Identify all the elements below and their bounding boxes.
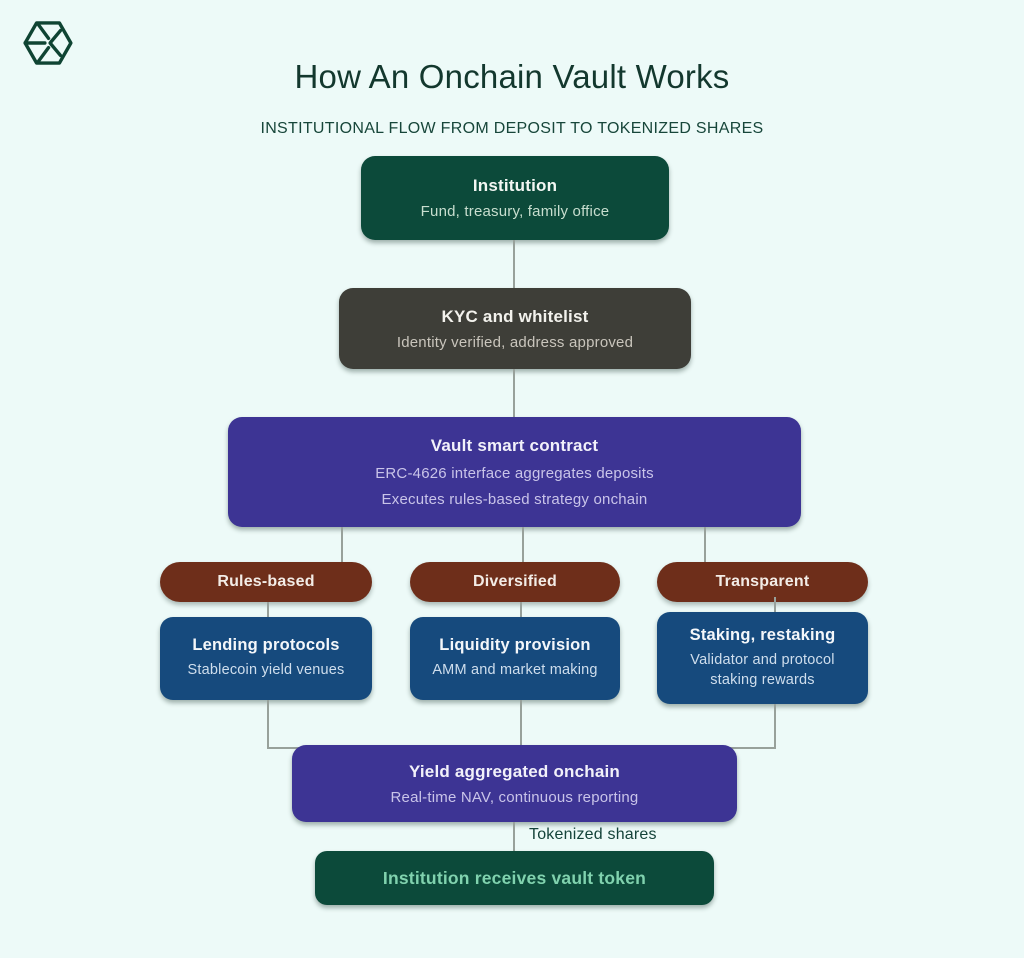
- page-subtitle: INSTITUTIONAL FLOW FROM DEPOSIT TO TOKEN…: [260, 120, 764, 137]
- node-lending-protocols: Lending protocols Stablecoin yield venue…: [160, 617, 372, 700]
- hexagon-cube-logo-icon: [23, 21, 73, 65]
- pill-diversified: Diversified: [410, 562, 620, 602]
- node-yield-aggregated: Yield aggregated onchain Real-time NAV, …: [292, 745, 737, 822]
- node-kyc-subtitle: Identity verified, address approved: [396, 333, 634, 351]
- node-result-title: Institution receives vault token: [382, 867, 647, 888]
- strategy-title: Staking, restaking: [689, 625, 836, 644]
- node-staking-restaking: Staking, restaking Validator and protoco…: [657, 612, 868, 704]
- connector-line: [513, 240, 515, 289]
- node-kyc-title: KYC and whitelist: [441, 306, 589, 326]
- strategy-title: Lending protocols: [192, 636, 340, 655]
- node-vault-smart-contract: Vault smart contract ERC-4626 interface …: [228, 417, 801, 527]
- page-title: How An Onchain Vault Works: [294, 58, 730, 95]
- connector-line: [267, 602, 269, 618]
- connector-line: [341, 527, 343, 562]
- strategy-subtitle: Validator and protocol staking rewards: [690, 651, 835, 688]
- pill-rules-based: Rules-based: [160, 562, 372, 602]
- connector-line: [520, 700, 522, 745]
- connector-line: [513, 822, 515, 851]
- connector-line: [522, 527, 524, 562]
- connector-line: [774, 597, 776, 613]
- connector-line: [704, 527, 706, 562]
- node-institution-title: Institution: [472, 176, 558, 195]
- brand-logo: [22, 17, 74, 69]
- node-kyc-whitelist: KYC and whitelist Identity verified, add…: [339, 288, 691, 369]
- connector-line: [267, 700, 269, 749]
- node-yield-subtitle: Real-time NAV, continuous reporting: [390, 788, 639, 806]
- strategy-subtitle: Stablecoin yield venues: [187, 662, 345, 679]
- node-yield-title: Yield aggregated onchain: [408, 761, 621, 781]
- edge-label-tokenized-shares: Tokenized shares: [529, 826, 657, 843]
- node-institution: Institution Fund, treasury, family offic…: [361, 156, 669, 240]
- node-institution-receives-token: Institution receives vault token: [315, 851, 714, 905]
- node-institution-subtitle: Fund, treasury, family office: [420, 203, 610, 220]
- node-vault-title: Vault smart contract: [430, 436, 599, 455]
- node-liquidity-provision: Liquidity provision AMM and market makin…: [410, 617, 620, 700]
- strategy-subtitle: AMM and market making: [432, 662, 598, 679]
- connector-line: [513, 369, 515, 417]
- strategy-title: Liquidity provision: [439, 636, 591, 655]
- connector-line: [520, 602, 522, 618]
- connector-line: [774, 704, 776, 749]
- pill-transparent: Transparent: [657, 562, 868, 602]
- node-vault-line1: ERC-4626 interface aggregates deposits: [375, 465, 654, 482]
- node-vault-line2: Executes rules-based strategy onchain: [381, 491, 648, 508]
